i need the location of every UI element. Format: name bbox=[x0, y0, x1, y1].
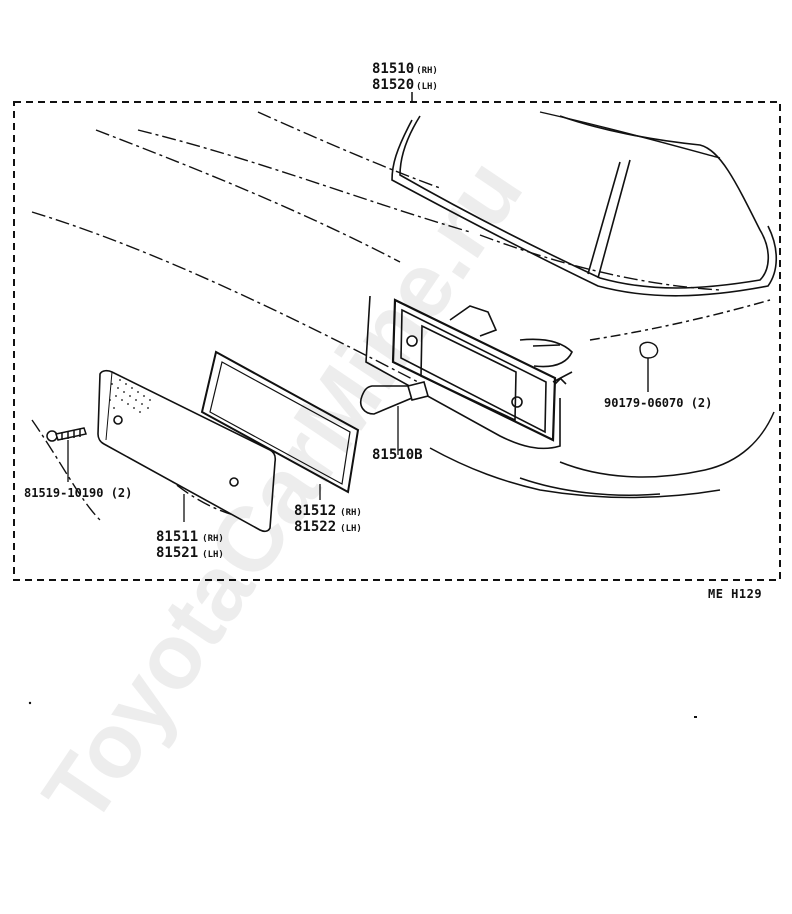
assembly-boundary-frame bbox=[13, 101, 781, 581]
gasket-callout: 81512(RH) bbox=[294, 503, 362, 519]
lens-callout: 81511(RH) bbox=[156, 529, 224, 545]
screw bbox=[46, 427, 87, 482]
lamp-housing bbox=[365, 295, 573, 450]
reference-code: ME H129 bbox=[708, 587, 762, 601]
clip-callout: 90179-06070 (2) bbox=[604, 396, 712, 410]
gasket bbox=[200, 350, 360, 500]
lens-reflector-texture bbox=[109, 379, 151, 413]
bulb bbox=[359, 381, 429, 455]
lens-callout-lh: 81521(LH) bbox=[156, 545, 224, 561]
rear-window-outline bbox=[391, 115, 778, 297]
gasket-callout-lh: 81522(LH) bbox=[294, 519, 362, 535]
screw-callout: 81519-10190 (2) bbox=[24, 486, 132, 500]
speck bbox=[28, 701, 32, 705]
clip-part bbox=[639, 341, 659, 392]
assembly-callout: 81510(RH) bbox=[372, 61, 438, 77]
bulb-callout: 81510B bbox=[372, 447, 423, 463]
lens bbox=[97, 369, 277, 533]
speck bbox=[694, 716, 697, 718]
assembly-callout-lh: 81520(LH) bbox=[372, 77, 438, 93]
quarter-panel-outline bbox=[429, 299, 775, 499]
